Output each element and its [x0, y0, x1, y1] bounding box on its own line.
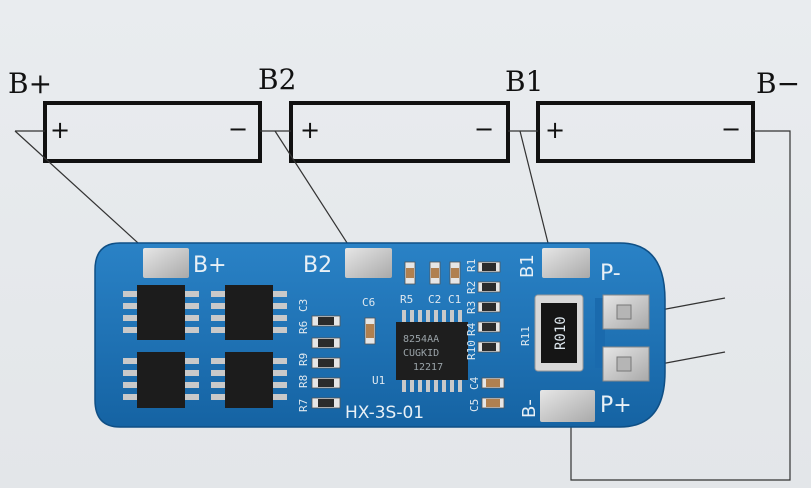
cell-3-frame: [536, 101, 755, 163]
pcb-label-b1: B1: [517, 254, 538, 278]
cell-2-plus: +: [300, 116, 321, 144]
cell-1-minus: −: [228, 115, 249, 143]
pcb-label-p-minus: P-: [600, 261, 621, 286]
protection-ic: [396, 310, 468, 392]
cell-2-minus: −: [474, 115, 495, 143]
label-b1: B1: [505, 65, 544, 98]
svg-text:R11: R11: [519, 326, 532, 346]
pad-b1: [542, 248, 590, 278]
svg-text:R3: R3: [465, 301, 478, 314]
svg-text:C1: C1: [448, 293, 461, 306]
shunt-resistor: [534, 294, 584, 372]
pcb-label-b2: B2: [303, 253, 332, 278]
designators: R5 C2 C1 C6 U1 C3 R6 R9 R8 R7 R1 R2 R3 R…: [297, 259, 532, 412]
svg-text:C6: C6: [362, 296, 375, 309]
pad-p-plus: [602, 346, 650, 382]
pad-b-minus: [540, 390, 595, 422]
svg-text:R4: R4: [465, 322, 478, 336]
pcb-label-b-minus: B-: [519, 399, 540, 418]
label-b-minus: B−: [756, 67, 801, 100]
svg-text:R1: R1: [465, 259, 478, 272]
pcb-label-p-plus: P+: [600, 393, 632, 418]
board-model: HX-3S-01: [345, 403, 424, 423]
cell-1-plus: +: [50, 116, 71, 144]
svg-text:R10: R10: [465, 340, 478, 360]
svg-text:C3: C3: [297, 299, 310, 312]
cell-3-minus: −: [721, 115, 742, 143]
svg-text:C2: C2: [428, 293, 441, 306]
pad-b-plus: [143, 248, 189, 278]
svg-text:C5: C5: [468, 399, 481, 412]
label-b2: B2: [258, 63, 297, 96]
shunt-marking: R010: [553, 316, 569, 350]
mosfet-chips: [123, 285, 287, 408]
svg-text:R2: R2: [465, 281, 478, 294]
ic-marking-1: 8254AA: [403, 334, 439, 345]
svg-text:R7: R7: [297, 399, 310, 412]
cell-1-frame: [43, 101, 262, 163]
cell-2-frame: [289, 101, 510, 163]
ic-marking-3: 12217: [413, 362, 443, 373]
pad-b2: [345, 248, 392, 278]
pcb-label-b-plus: B+: [193, 253, 227, 278]
cell-3-plus: +: [545, 116, 566, 144]
svg-text:C4: C4: [468, 376, 481, 390]
label-b-plus: B+: [8, 67, 53, 100]
passive-components: [311, 261, 505, 409]
svg-text:U1: U1: [372, 374, 385, 387]
ic-marking-2: CUGKID: [403, 348, 439, 359]
svg-text:R8: R8: [297, 375, 310, 388]
pcb-board: B+ B2 B1 P- P+ B- HX-3S-01 R010 8254AA C…: [94, 242, 666, 428]
svg-text:R5: R5: [400, 293, 413, 306]
svg-text:R9: R9: [297, 353, 310, 366]
svg-text:R6: R6: [297, 321, 310, 334]
